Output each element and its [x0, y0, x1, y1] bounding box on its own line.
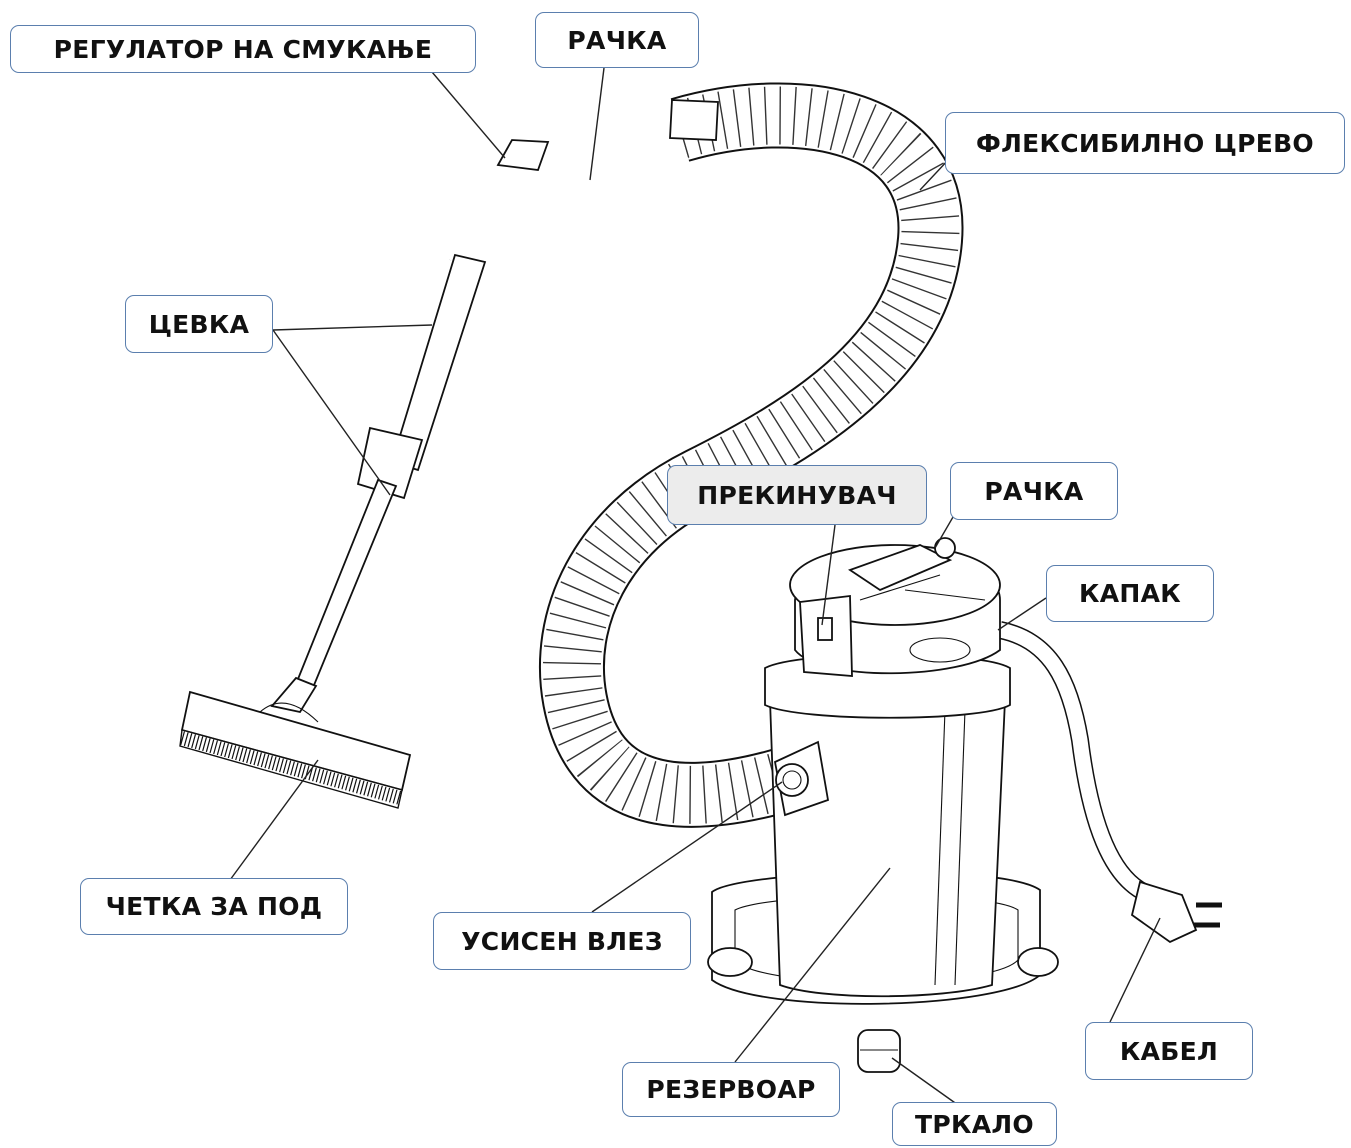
label-suction-inlet: УСИСЕН ВЛЕЗ [433, 912, 691, 970]
label-lid: КАПАК [1046, 565, 1214, 622]
handle-and-wand-drawing [180, 100, 718, 808]
label-switch: ПРЕКИНУВАЧ [667, 465, 927, 525]
label-cable: КАБЕЛ [1085, 1022, 1253, 1080]
label-tube: ЦЕВКА [125, 295, 273, 353]
label-handle-top: РАЧКА [535, 12, 699, 68]
label-wheel: ТРКАЛО [892, 1102, 1057, 1146]
label-suction-regulator: РЕГУЛАТОР НА СМУКАЊЕ [10, 25, 476, 73]
label-handle-unit: РАЧКА [950, 462, 1118, 520]
label-floor-brush: ЧЕТКА ЗА ПОД [80, 878, 348, 935]
label-tank: РЕЗЕРВОАР [622, 1062, 840, 1117]
label-flexible-hose: ФЛЕКСИБИЛНО ЦРЕВО [945, 112, 1345, 174]
